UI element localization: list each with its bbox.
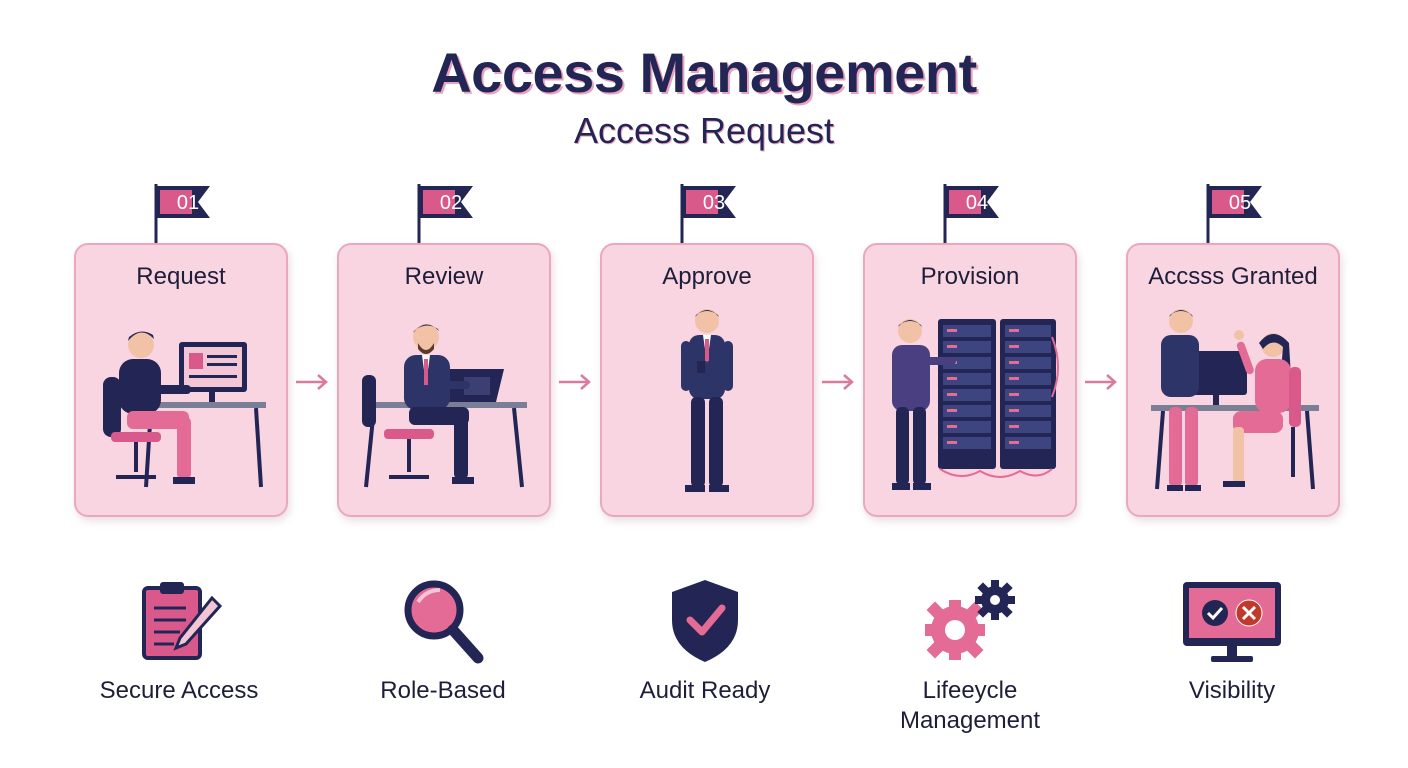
- feature-label: Lifeeycle Management: [899, 677, 1041, 734]
- page-title: Access Management: [431, 41, 977, 104]
- step-request: 01 Request: [74, 184, 288, 518]
- feature-label: Role-Based: [380, 677, 506, 704]
- step-number: 04: [965, 192, 989, 214]
- step-card: Review: [337, 243, 551, 517]
- clipboard-pencil-icon: [142, 582, 223, 660]
- collaborating-users-icon: [1151, 309, 1319, 491]
- step-flag-icon: [1206, 184, 1262, 244]
- step-flag-icon: [943, 184, 999, 244]
- step-title: Approve: [662, 263, 752, 290]
- step-provision: 04 Provision: [863, 184, 1077, 518]
- step-number: 03: [702, 192, 726, 214]
- step-review: 02 Review: [337, 184, 551, 518]
- monitor-check-cross-icon: [1183, 582, 1281, 662]
- feature-role-based: Role-Based: [323, 578, 563, 748]
- step-card: Request: [74, 243, 288, 517]
- standing-approver-icon: [681, 309, 733, 492]
- feature-secure-access: Secure Access: [59, 578, 299, 748]
- step-number: 01: [176, 192, 200, 214]
- step-number: 05: [1228, 192, 1252, 214]
- person-at-computer-icon: [103, 331, 266, 488]
- step-number: 02: [439, 192, 463, 214]
- feature-lifecycle-management: Lifeeycle Management: [850, 578, 1090, 748]
- feature-audit-ready: Audit Ready: [585, 578, 825, 748]
- step-flag-icon: [417, 184, 473, 244]
- step-access-granted: 05 Accsss Granted: [1126, 184, 1340, 518]
- arrow-right-icon: [1085, 374, 1117, 390]
- feature-label: Secure Access: [99, 677, 259, 704]
- step-card: Approve: [600, 243, 814, 517]
- step-card: Accsss Granted: [1126, 243, 1340, 517]
- server-rack-icon: [892, 319, 1059, 490]
- step-flag-icon: [154, 184, 210, 244]
- step-flag-icon: [680, 184, 736, 244]
- arrow-right-icon: [296, 374, 328, 390]
- step-card: Provision: [863, 243, 1077, 517]
- gears-icon: [925, 580, 1015, 660]
- feature-label: Visibility: [1188, 677, 1276, 704]
- arrow-right-icon: [822, 374, 854, 390]
- page-subtitle: Access Request: [573, 110, 835, 151]
- arrow-right-icon: [559, 374, 591, 390]
- magnifier-icon: [404, 580, 484, 664]
- shield-check-icon: [672, 580, 738, 662]
- step-title: Request: [136, 263, 226, 290]
- step-title: Review: [404, 263, 484, 290]
- step-approve: 03 Approve: [600, 184, 814, 518]
- manager-with-laptop-icon: [362, 324, 527, 488]
- feature-label: Audit Ready: [639, 677, 771, 704]
- step-title: Accsss Granted: [1148, 263, 1318, 290]
- feature-visibility: Visibility: [1112, 578, 1352, 748]
- step-title: Provision: [920, 263, 1020, 290]
